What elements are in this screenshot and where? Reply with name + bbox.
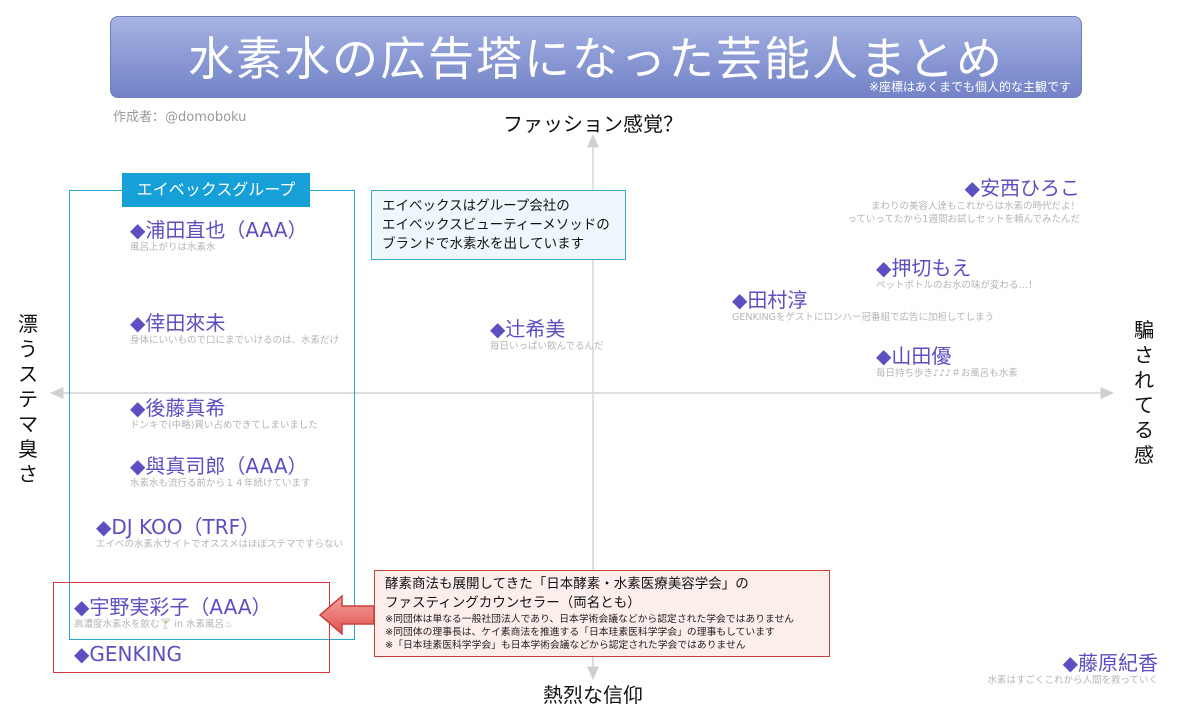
person-name: ◆押切もえ xyxy=(876,256,972,280)
axis-label-right: 騙されてる感 xyxy=(1134,318,1154,467)
axis-label-top: ファッション感覚？ xyxy=(503,112,683,136)
person-comment: 水素水も流行る前から１４年続けています xyxy=(130,478,311,489)
person-name: ◆宇野実彩子（AAA） xyxy=(74,595,272,619)
person-name: ◆辻希美 xyxy=(490,317,566,341)
person-genking: ◆GENKING xyxy=(74,642,182,666)
person-atae-shinjiro: ◆與真司郎（AAA） 水素水も流行る前から１４年続けています xyxy=(130,454,311,490)
jasi-note-line: ※同団体の理事長は、ケイ素商法を推進する「日本珪素医科学学会」の理事もしています xyxy=(385,627,775,638)
axis-label-left: 漂うステマ臭さ xyxy=(18,312,38,486)
jasi-main-line: ファスティングカウンセラー（両名とも） xyxy=(385,595,641,611)
person-comment: 風呂上がりは水素水 xyxy=(130,242,216,253)
person-comment: エイベの水素水サイトでオススメはほぼステマですらない xyxy=(96,539,344,550)
person-tsuji-nozomi: ◆辻希美 毎日いっぱい飲んでるんだ xyxy=(490,317,604,353)
person-tamura-atsushi: ◆田村淳 GENKINGをゲストにロンハー冠番組で広告に加担してしまう xyxy=(732,288,994,324)
person-comment: ペットボトルのお水の味が変わる…！ xyxy=(876,280,1038,291)
page-title: 水素水の広告塔になった芸能人まとめ xyxy=(188,32,1004,86)
person-comment: 水素はすごくこれから人間を救っていく xyxy=(987,675,1158,686)
person-comment: 身体にいいもので口にまでいけるのは、水素だけ xyxy=(130,335,340,346)
person-comment: 毎日いっぱい飲んでるんだ xyxy=(490,341,604,352)
person-name: ◆安西ひろこ xyxy=(964,176,1080,200)
person-yamada-yu: ◆山田優 毎日持ち歩き♪♪♪＃お風呂も水素 xyxy=(876,344,1018,380)
person-comment: 毎日持ち歩き♪♪♪＃お風呂も水素 xyxy=(876,368,1018,379)
person-anzai-hiroko: ◆安西ひろこ まわりの美容人達もこれからは水素の時代だよ！ っていってたから1週… xyxy=(847,176,1080,226)
person-name: ◆藤原紀香 xyxy=(1062,651,1158,675)
title-banner: 水素水の広告塔になった芸能人まとめ ※座標はあくまでも個人的な主観です xyxy=(110,16,1082,98)
person-name: ◆與真司郎（AAA） xyxy=(130,454,308,478)
person-name: ◆山田優 xyxy=(876,344,952,368)
title-note: ※座標はあくまでも個人的な主観です xyxy=(868,80,1071,94)
person-goto-maki: ◆後藤真希 ドンキで(中略)買い占めできてしまいました xyxy=(130,396,318,432)
person-comment: ドンキで(中略)買い占めできてしまいました xyxy=(130,420,318,431)
person-name: ◆田村淳 xyxy=(732,288,808,312)
person-dj-koo: ◆DJ KOO（TRF） エイベの水素水サイトでオススメはほぼステマですらない xyxy=(96,515,343,551)
person-comment: まわりの美容人達もこれからは水素の時代だよ！ っていってたから1週間お試しセット… xyxy=(847,201,1080,225)
info-line: ブランドで水素水を出しています xyxy=(382,236,585,252)
jasi-note-line: ※「日本珪素医科学学会」も日本学術会議などから認定された学会ではありません xyxy=(385,640,746,651)
person-oshikiri-moe: ◆押切もえ ペットボトルのお水の味が変わる…！ xyxy=(876,256,1038,292)
person-name: ◆浦田直也（AAA） xyxy=(130,218,308,242)
jasi-members-frame xyxy=(53,582,330,673)
person-uno-misako: ◆宇野実彩子（AAA） 高濃度水素水を飲む🍸 in 水素風呂♨ xyxy=(74,595,272,631)
left-arrow-icon xyxy=(318,594,375,636)
person-urata-naoya: ◆浦田直也（AAA） 風呂上がりは水素水 xyxy=(130,218,308,254)
jasi-main-line: 酵素商法も展開してきた「日本酵素・水素医療美容学会」の xyxy=(385,576,749,592)
person-name: ◆GENKING xyxy=(74,642,182,666)
jasi-note-line: ※同団体は単なる一般社団法人であり、日本学術会議などから認定された学会ではありま… xyxy=(385,614,795,625)
person-name: ◆DJ KOO（TRF） xyxy=(96,515,261,539)
info-line: エイベックスはグループ会社の xyxy=(382,198,570,214)
avex-info-box: エイベックスはグループ会社の エイベックスビューティーメソッドの ブランドで水素… xyxy=(371,190,626,260)
person-koda-kumi: ◆倖田來未 身体にいいもので口にまでいけるのは、水素だけ xyxy=(130,311,339,347)
avex-group-label: エイベックスグループ xyxy=(122,173,310,207)
person-comment: GENKINGをゲストにロンハー冠番組で広告に加担してしまう xyxy=(732,312,995,323)
person-name: ◆倖田來未 xyxy=(130,311,226,335)
info-line: エイベックスビューティーメソッドの xyxy=(382,217,610,233)
person-comment: 高濃度水素水を飲む🍸 in 水素風呂♨ xyxy=(74,619,233,630)
jasi-info-box: 酵素商法も展開してきた「日本酵素・水素医療美容学会」の ファスティングカウンセラ… xyxy=(374,570,830,657)
person-fujiwara-norika: ◆藤原紀香 水素はすごくこれから人間を救っていく xyxy=(987,651,1158,687)
author-credit: 作成者：@domoboku xyxy=(113,110,247,125)
axis-label-bottom: 熱烈な信仰 xyxy=(543,683,643,707)
person-name: ◆後藤真希 xyxy=(130,396,226,420)
